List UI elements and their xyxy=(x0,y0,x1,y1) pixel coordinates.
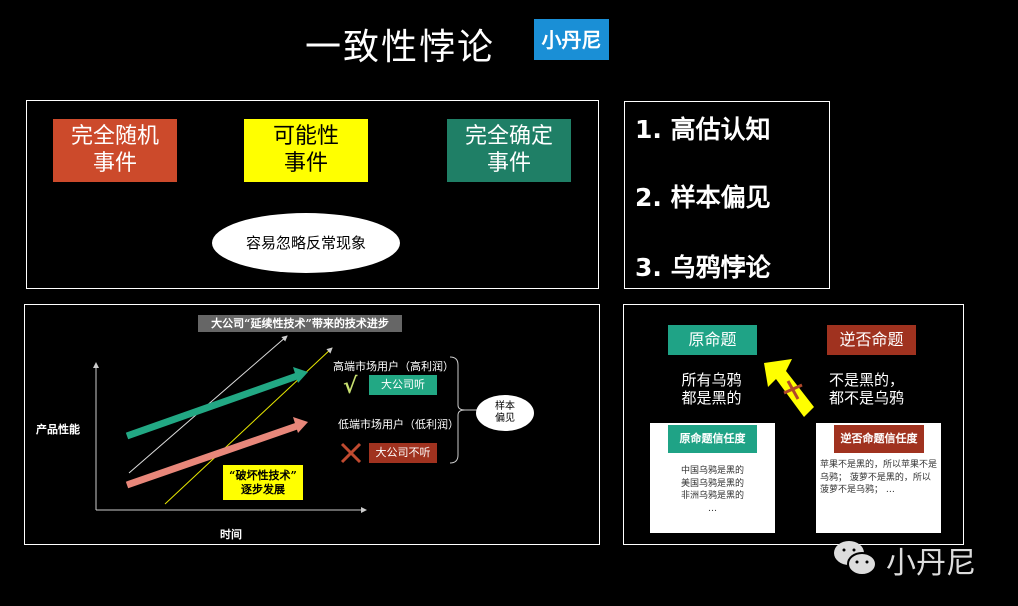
teal-arrow xyxy=(125,372,299,440)
possible-event-box: 可能性 事件 xyxy=(244,119,368,182)
original-card: 原命题信任度 中国乌鸦是黑的 美国乌鸦是黑的 非洲乌鸦是黑的 … xyxy=(650,423,775,533)
crow-paradox-panel: 原命题 逆否命题 所有乌鸦 都是黑的 不是黑的， 都不是乌鸦 原命题信任度 中国… xyxy=(623,304,964,545)
list-item: 1. 高估认知 xyxy=(635,115,771,144)
random-event-box: 完全随机 事件 xyxy=(53,119,177,182)
check-icon: √ xyxy=(343,373,358,399)
footer-brand: 小丹尼 xyxy=(886,546,976,581)
list-item: 2. 样本偏见 xyxy=(635,183,771,212)
event-types-panel: 完全随机 事件 可能性 事件 完全确定 事件 容易忽略反常现象 xyxy=(26,100,599,289)
contrapositive: 逆否命题 xyxy=(827,325,916,355)
high-end-label: 高端市场用户（高利润） xyxy=(333,360,454,373)
teal-arrow-head xyxy=(293,367,308,383)
page-title: 一致性悖论 xyxy=(305,27,496,68)
contrapositive-card: 逆否命题信任度 苹果不是黑的，所以苹果不是乌鸦； 菠萝不是黑的，所以菠萝不是乌鸦… xyxy=(816,423,941,533)
x-axis-label: 时间 xyxy=(220,528,242,541)
arrow-icon xyxy=(764,359,814,417)
ignore-anomaly-ellipse: 容易忽略反常现象 xyxy=(212,213,400,273)
card-title: 原命题信任度 xyxy=(668,425,757,453)
card-body: 苹果不是黑的，所以苹果不是乌鸦； 菠萝不是黑的，所以菠萝不是乌鸦； … xyxy=(820,460,938,496)
pink-arrow-head xyxy=(293,417,308,433)
original-text: 所有乌鸦 都是黑的 xyxy=(681,371,742,407)
list-item: 3. 乌鸦悖论 xyxy=(635,253,771,282)
big-co-ignores-tag: 大公司不听 xyxy=(369,443,437,463)
low-end-label: 低端市场用户（低利润） xyxy=(338,418,459,431)
card-title: 逆否命题信任度 xyxy=(834,425,924,453)
cross-icon xyxy=(340,442,362,464)
original-proposition: 原命题 xyxy=(668,325,757,355)
y-axis-label: 产品性能 xyxy=(36,423,80,436)
sample-bias-ellipse: 样本 偏见 xyxy=(476,395,534,431)
certain-event-box: 完全确定 事件 xyxy=(447,119,571,182)
innovation-diagram-panel: √ 大公司“延续性技术”带来的技术进步 产品性能 时间 高端市场用户（高利润） … xyxy=(24,304,600,545)
disruptive-tech-box: “破坏性技术” 逐步发展 xyxy=(223,465,303,500)
logo: 小丹尼 xyxy=(534,19,609,60)
bias-list-panel: 1. 高估认知 2. 样本偏见 3. 乌鸦悖论 xyxy=(624,101,830,289)
diagram-lines: √ xyxy=(93,335,477,513)
contrapositive-text: 不是黑的， 都不是乌鸦 xyxy=(828,371,904,407)
pink-arrow xyxy=(125,422,299,489)
big-co-listens-tag: 大公司听 xyxy=(369,375,437,395)
wechat-icon xyxy=(834,541,877,576)
chart-title: 大公司“延续性技术”带来的技术进步 xyxy=(198,315,402,332)
card-body: 中国乌鸦是黑的 美国乌鸦是黑的 非洲乌鸦是黑的 … xyxy=(680,466,744,514)
